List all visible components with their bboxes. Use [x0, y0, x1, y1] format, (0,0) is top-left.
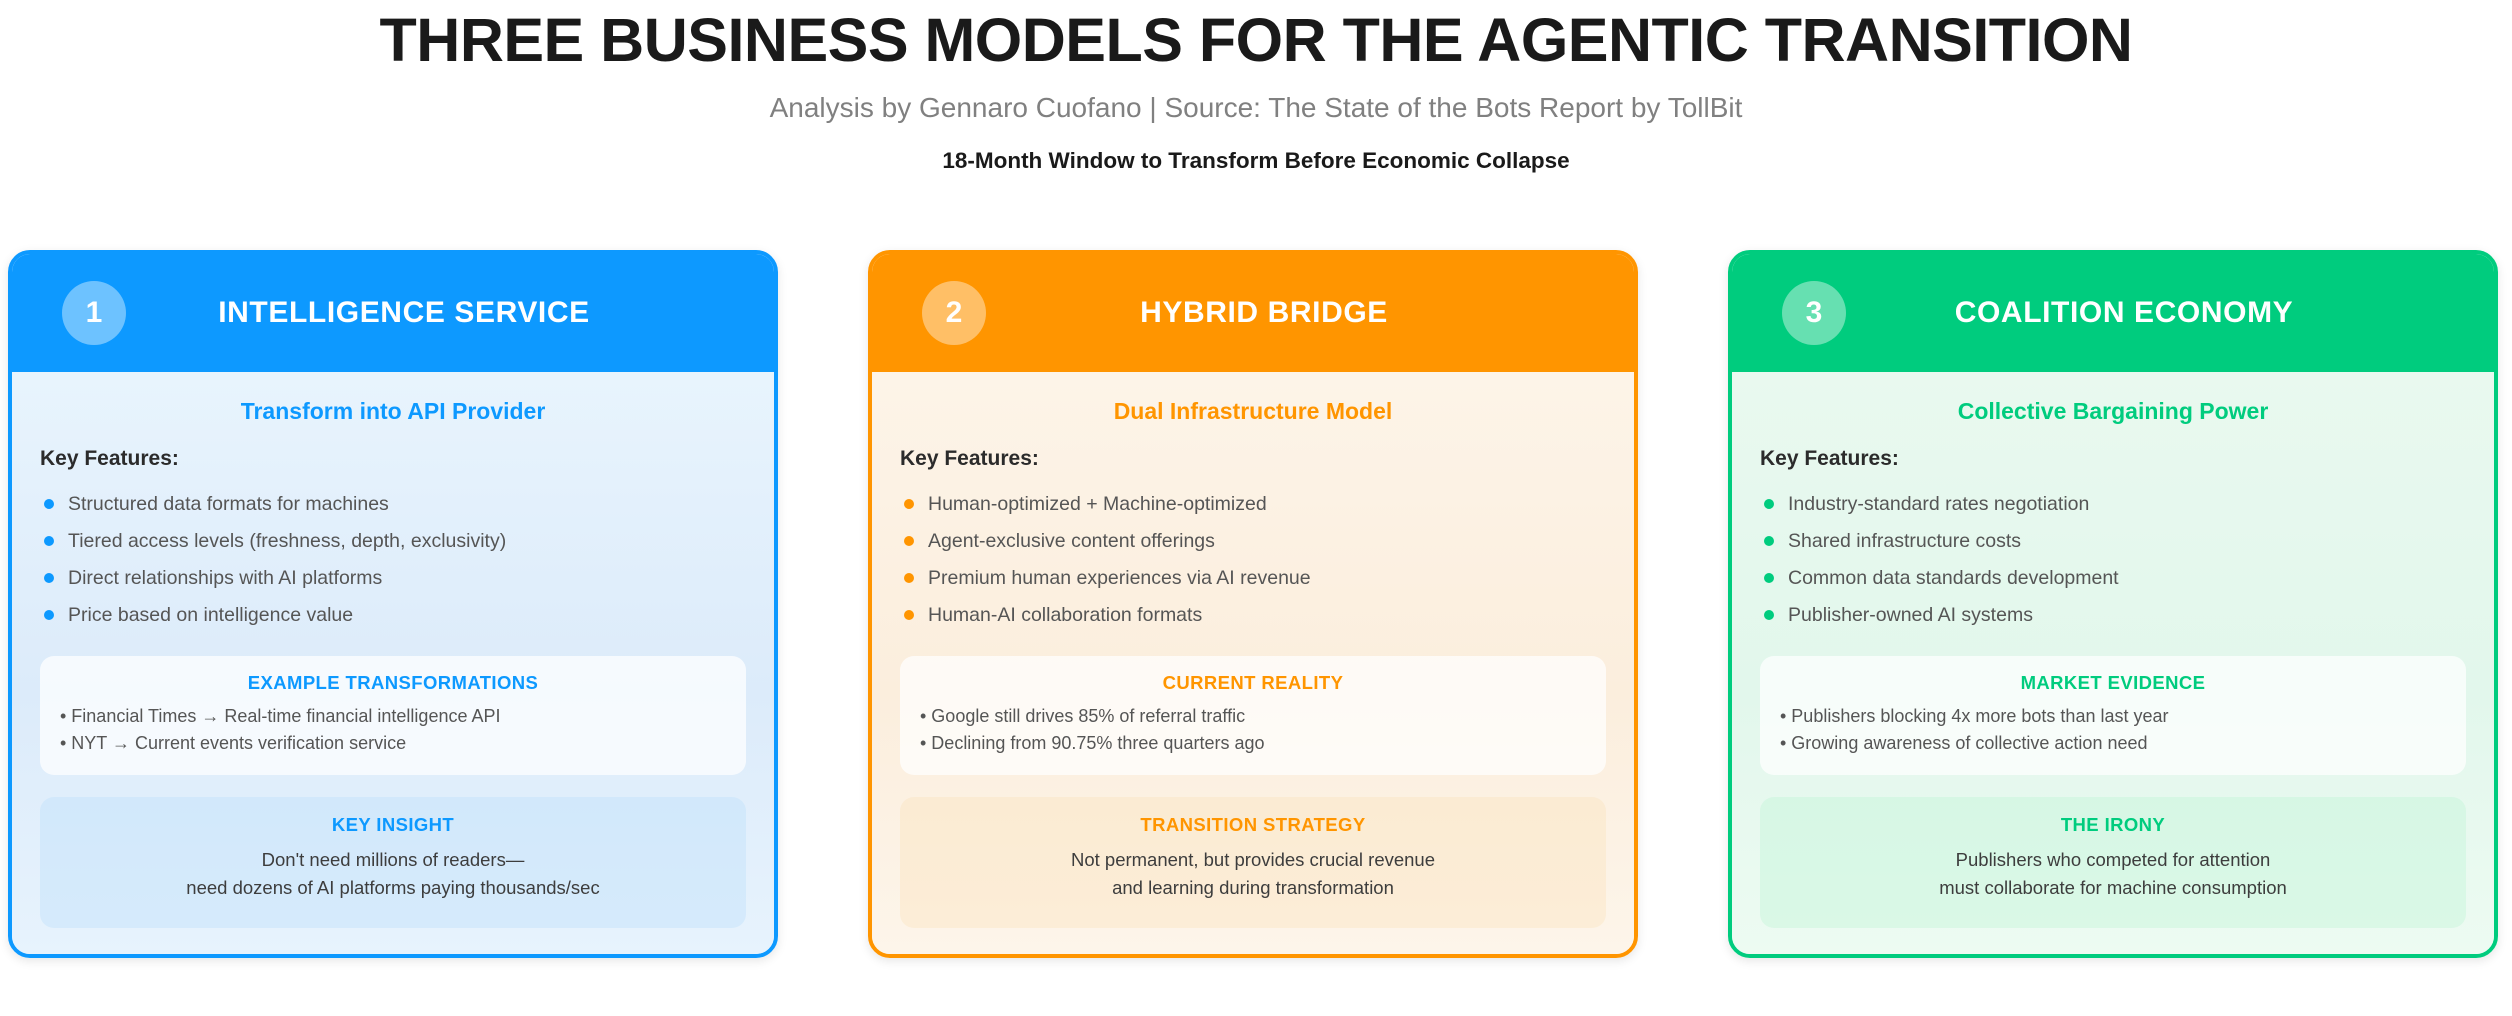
- feature-list: Human-optimized + Machine-optimized Agen…: [900, 485, 1606, 634]
- insight-box-line: need dozens of AI platforms paying thous…: [186, 877, 600, 898]
- info-box: MARKET EVIDENCE • Publishers blocking 4x…: [1760, 656, 2466, 776]
- info-box: CURRENT REALITY • Google still drives 85…: [900, 656, 1606, 776]
- insight-box-line: Not permanent, but provides crucial reve…: [1070, 849, 1436, 871]
- model-card-coalition-economy: 3 COALITION ECONOMY Collective Bargainin…: [1728, 250, 2498, 958]
- insight-box-title: KEY INSIGHT: [331, 814, 455, 836]
- insight-box-line: must collaborate for machine consumption: [1939, 877, 2287, 898]
- list-item: Human-AI collaboration formats: [900, 597, 1606, 634]
- card-header: 2 HYBRID BRIDGE: [872, 254, 1634, 372]
- insight-box: KEY INSIGHT Don't need millions of reade…: [40, 797, 746, 928]
- bullet-dot-icon: [1764, 573, 1774, 584]
- bullet-dot-icon: [44, 498, 54, 509]
- list-item: Tiered access levels (freshness, depth, …: [40, 522, 746, 559]
- info-box-title: MARKET EVIDENCE: [2020, 672, 2206, 694]
- card-body: Collective Bargaining Power Key Features…: [1732, 372, 2494, 954]
- insight-box: TRANSITION STRATEGY Not permanent, but p…: [900, 797, 1606, 928]
- bullet-dot-icon: [44, 535, 54, 546]
- list-item: Premium human experiences via AI revenue: [900, 560, 1606, 597]
- feature-text: Tiered access levels (freshness, depth, …: [68, 529, 507, 552]
- card-title: HYBRID BRIDGE: [1140, 296, 1388, 329]
- card-number-badge: 1: [62, 281, 126, 345]
- bullet-dot-icon: [44, 610, 54, 621]
- page-subtitle: Analysis by Gennaro Cuofano | Source: Th…: [769, 92, 1743, 124]
- list-item: Price based on intelligence value: [40, 597, 746, 634]
- card-title: COALITION ECONOMY: [1954, 296, 2294, 329]
- card-header: 3 COALITION ECONOMY: [1732, 254, 2494, 372]
- info-box-line: • Growing awareness of collective action…: [1780, 733, 2148, 754]
- bullet-dot-icon: [904, 498, 914, 509]
- feature-list: Industry-standard rates negotiation Shar…: [1760, 485, 2466, 634]
- bullet-dot-icon: [904, 610, 914, 621]
- card-body: Dual Infrastructure Model Key Features: …: [872, 372, 1634, 954]
- card-subtitle: Dual Infrastructure Model: [1113, 398, 1393, 424]
- insight-box: THE IRONY Publishers who competed for at…: [1760, 797, 2466, 928]
- list-item: Shared infrastructure costs: [1760, 522, 2466, 559]
- list-item: Industry-standard rates negotiation: [1760, 485, 2466, 522]
- feature-text: Common data standards development: [1788, 567, 2119, 590]
- model-card-hybrid-bridge: 2 HYBRID BRIDGE Dual Infrastructure Mode…: [868, 250, 1638, 958]
- features-label: Key Features:: [900, 447, 1039, 470]
- feature-text: Industry-standard rates negotiation: [1788, 492, 2090, 515]
- info-box-title: CURRENT REALITY: [1162, 672, 1344, 694]
- info-box-line: • NYT → Current events verification serv…: [60, 733, 407, 754]
- feature-list: Structured data formats for machines Tie…: [40, 485, 746, 634]
- features-label: Key Features:: [40, 447, 179, 470]
- card-number-badge: 3: [1782, 281, 1846, 345]
- feature-text: Direct relationships with AI platforms: [68, 567, 383, 590]
- insight-box-title: TRANSITION STRATEGY: [1140, 814, 1366, 836]
- header: THREE BUSINESS MODELS FOR THE AGENTIC TR…: [0, 0, 2512, 175]
- list-item: Common data standards development: [1760, 560, 2466, 597]
- features-label: Key Features:: [1760, 447, 1899, 470]
- card-subtitle: Collective Bargaining Power: [1957, 398, 2269, 424]
- info-box-line: • Publishers blocking 4x more bots than …: [1780, 706, 2169, 727]
- model-card-intelligence-service: 1 INTELLIGENCE SERVICE Transform into AP…: [8, 250, 778, 958]
- info-box-title: EXAMPLE TRANSFORMATIONS: [247, 672, 539, 694]
- bullet-dot-icon: [44, 573, 54, 584]
- card-body: Transform into API Provider Key Features…: [12, 372, 774, 954]
- bullet-dot-icon: [1764, 535, 1774, 546]
- info-box: EXAMPLE TRANSFORMATIONS • Financial Time…: [40, 656, 746, 776]
- list-item: Human-optimized + Machine-optimized: [900, 485, 1606, 522]
- list-item: Direct relationships with AI platforms: [40, 560, 746, 597]
- insight-box-line: Publishers who competed for attention: [1955, 849, 2271, 871]
- feature-text: Price based on intelligence value: [68, 604, 354, 627]
- bullet-dot-icon: [1764, 498, 1774, 509]
- page-title: THREE BUSINESS MODELS FOR THE AGENTIC TR…: [379, 6, 2133, 74]
- insight-box-line: and learning during transformation: [1112, 877, 1394, 898]
- insight-box-line: Don't need millions of readers—: [261, 849, 525, 871]
- feature-text: Human-optimized + Machine-optimized: [928, 492, 1267, 515]
- card-header: 1 INTELLIGENCE SERVICE: [12, 254, 774, 372]
- insight-box-title: THE IRONY: [2060, 814, 2166, 836]
- card-title: INTELLIGENCE SERVICE: [218, 296, 590, 329]
- cards-row: 1 INTELLIGENCE SERVICE Transform into AP…: [8, 250, 2504, 958]
- card-subtitle: Transform into API Provider: [240, 398, 546, 424]
- list-item: Structured data formats for machines: [40, 485, 746, 522]
- page-tagline: 18-Month Window to Transform Before Econ…: [942, 147, 1570, 173]
- feature-text: Premium human experiences via AI revenue: [928, 567, 1311, 590]
- card-number-badge: 2: [922, 281, 986, 345]
- info-box-line: • Financial Times → Real-time financial …: [60, 706, 501, 727]
- bullet-dot-icon: [1764, 610, 1774, 621]
- list-item: Publisher-owned AI systems: [1760, 597, 2466, 634]
- feature-text: Agent-exclusive content offerings: [928, 529, 1215, 552]
- bullet-dot-icon: [904, 573, 914, 584]
- info-box-line: • Declining from 90.75% three quarters a…: [920, 733, 1265, 754]
- feature-text: Structured data formats for machines: [68, 492, 389, 515]
- bullet-dot-icon: [904, 535, 914, 546]
- info-box-line: • Google still drives 85% of referral tr…: [920, 706, 1246, 727]
- feature-text: Human-AI collaboration formats: [928, 604, 1203, 627]
- list-item: Agent-exclusive content offerings: [900, 522, 1606, 559]
- feature-text: Shared infrastructure costs: [1788, 529, 2022, 552]
- feature-text: Publisher-owned AI systems: [1788, 604, 2033, 627]
